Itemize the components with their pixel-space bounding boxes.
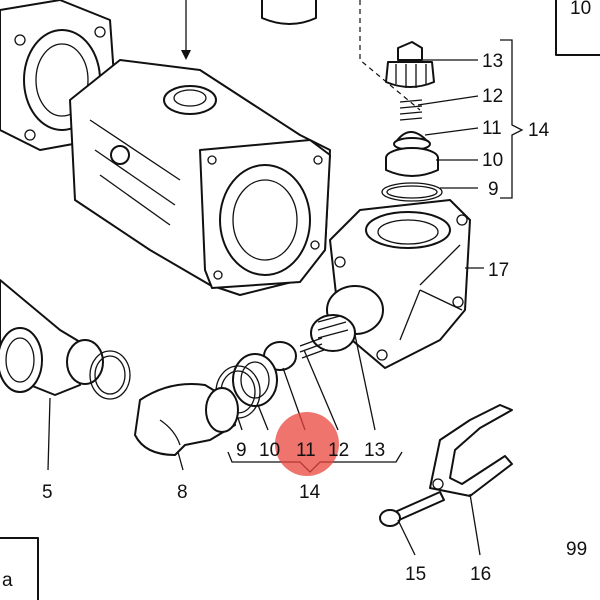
label-bracket-16: 16 (470, 564, 491, 585)
valve-housing (326, 199, 471, 369)
bolt (379, 491, 445, 527)
u-bracket (429, 404, 513, 497)
pipe-left (0, 279, 131, 400)
label-bottom-12: 12 (328, 440, 349, 461)
label-bottom-13: 13 (364, 440, 385, 461)
label-bottom-10: 10 (259, 440, 280, 461)
label-housing-17: 17 (488, 260, 509, 281)
label-top-right: 10 (570, 0, 591, 19)
label-group-14-right: 14 (528, 120, 550, 141)
centerline-top (359, 0, 421, 111)
callout-labels: 10 13 12 11 10 9 14 17 9 10 11 12 13 14 … (2, 0, 591, 591)
elbow-fitting (134, 383, 239, 456)
valve-stack (381, 41, 443, 202)
label-elbow-8: 8 (177, 482, 188, 503)
label-pipe-5: 5 (42, 482, 53, 503)
label-page-99: 99 (566, 539, 587, 560)
label-valve-11: 11 (482, 118, 502, 139)
bottom-left-box (0, 537, 39, 600)
main-pump-housing (69, 59, 331, 296)
label-bolt-15: 15 (405, 564, 426, 585)
label-valve-12: 12 (482, 86, 503, 107)
label-group-14-bottom: 14 (299, 482, 321, 503)
label-valve-13: 13 (482, 51, 503, 72)
arrow-head (181, 50, 191, 60)
label-valve-10: 10 (482, 150, 503, 171)
top-cylinder (261, 0, 317, 25)
label-valve-9: 9 (488, 179, 499, 200)
highlight-marker (275, 412, 339, 476)
label-bottom-9: 9 (236, 440, 247, 461)
label-bottom-11: 11 (296, 440, 316, 461)
top-right-box (555, 0, 600, 56)
label-corner-a: a (2, 570, 13, 591)
